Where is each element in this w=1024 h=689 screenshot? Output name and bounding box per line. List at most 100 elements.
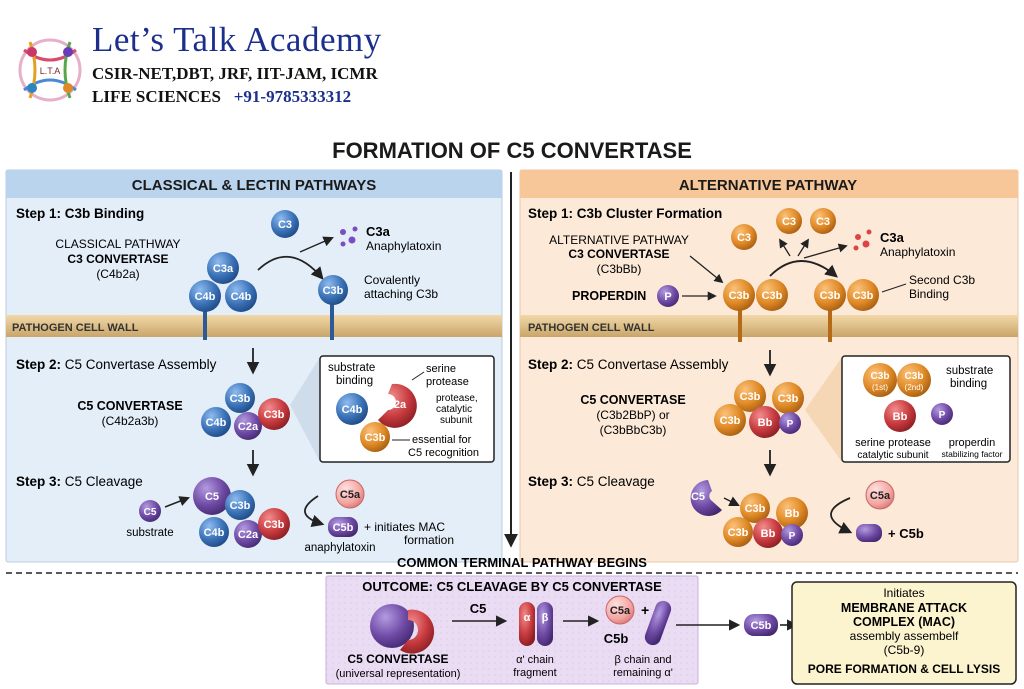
right-c3-ball-a <box>731 224 757 250</box>
right-s3-curve-arrow <box>830 497 853 534</box>
right-s2-c3b-a <box>734 380 766 412</box>
left-c3a-ball-label: C3a <box>213 263 234 275</box>
right-c3b-pair2-b <box>847 279 879 311</box>
right-step1-title: Step 1: C3b Cluster Formation <box>528 206 722 221</box>
brand-title: Let’s Talk Academy <box>92 20 382 59</box>
left-panel-title: CLASSICAL & LECTIN PATHWAYS <box>132 177 376 194</box>
outcome-c5b-label: C5b <box>604 631 629 646</box>
left-s2-c3b-blue-label: C3b <box>230 393 251 405</box>
left-panel-header <box>6 170 502 198</box>
right-c3-ball-c-label: C3 <box>816 216 830 228</box>
right-s3-c3b-b <box>723 517 753 547</box>
right-c3b-pair2-a-label: C3b <box>820 290 841 302</box>
right-s3-c5a <box>865 480 895 510</box>
right-inset-p-label: P <box>939 410 946 421</box>
brand-phone[interactable]: +91-9785333312 <box>233 87 352 106</box>
right-inset-properdin1: properdin <box>949 437 995 449</box>
left-inset-c3b-label: C3b <box>365 432 386 444</box>
left-s3-curve-arrow <box>304 495 325 528</box>
left-inset-serine5: subunit <box>440 415 472 426</box>
right-s3-bb-label: Bb <box>761 528 776 540</box>
left-s3-substrate-label: substrate <box>126 527 173 539</box>
right-inset-bb <box>884 400 916 432</box>
right-c3-ball-a-label: C3 <box>737 232 751 244</box>
right-panel-title: ALTERNATIVE PATHWAY <box>679 177 857 194</box>
right-properdin-ball <box>657 285 679 307</box>
left-s3-substrate-arrow <box>164 496 190 508</box>
left-anaphylatoxin-label: Anaphylatoxin <box>366 239 441 253</box>
left-s3-c5b-label: C5b <box>333 522 354 534</box>
left-inset-substrate2: binding <box>336 375 373 387</box>
left-s3-c2a-label: C2a <box>238 529 259 541</box>
right-c3b-pair1-b <box>756 279 788 311</box>
outcome-conv-label2: (universal representation) <box>336 668 461 680</box>
outcome-beta-chain <box>537 602 553 646</box>
right-s3-c5b-text: + C5b <box>888 526 924 541</box>
dna-logo-icon: L.T.A <box>18 38 82 102</box>
left-s3-c5-substrate <box>139 500 161 522</box>
right-c5conv-label: C5 CONVERTASE <box>580 393 685 407</box>
right-s2-p-label: P <box>787 419 794 430</box>
left-c3-ball-label: C3 <box>278 219 292 231</box>
right-inset-substrate2: binding <box>950 378 987 390</box>
left-inset-serine3: protease, <box>436 393 478 404</box>
right-second-label2: Binding <box>909 287 949 301</box>
left-c3-ball <box>271 210 299 238</box>
mac-title1: MEMBRANE ATTACK <box>841 601 967 615</box>
outcome-c5a-label: C5a <box>610 605 631 617</box>
right-s3-c3b-a <box>740 493 770 523</box>
right-c3-ball-b <box>776 208 802 234</box>
right-c3-ball-b-label: C3 <box>782 216 796 228</box>
left-step3-title: Step 3: C5 Cleavage <box>16 474 143 489</box>
outcome-alpha-label: α <box>524 612 531 624</box>
brand-subject: LIFE SCIENCES +91-9785333312 <box>92 87 351 107</box>
right-inset-1st-label: (1st) <box>872 383 888 392</box>
left-inset-serine4: catalytic <box>436 404 472 415</box>
left-wall-label: PATHOGEN CELL WALL <box>12 322 139 334</box>
left-s2-c2a-label: C2a <box>238 421 259 433</box>
right-c3b-pair2-a <box>814 279 846 311</box>
outcome-c5a <box>605 595 635 625</box>
outcome-conv-label1: C5 CONVERTASE <box>347 652 448 666</box>
right-s3-p-label: P <box>789 531 796 542</box>
right-second-label1: Second C3b <box>909 273 975 287</box>
right-c3b-pair1-b-label: C3b <box>762 290 783 302</box>
brand-logo: L.T.A <box>10 30 90 108</box>
left-pathogen-wall <box>6 315 502 337</box>
left-inset-c4b <box>336 393 368 425</box>
right-c3conv-label2: C3 CONVERTASE <box>568 247 669 261</box>
left-inset-essential2: C5 recognition <box>408 447 479 459</box>
outcome-chain2: remaining α' <box>613 667 673 679</box>
right-s2-c3b-a-label: C3b <box>740 391 761 403</box>
left-step1-curve-arrow <box>257 255 324 280</box>
main-title: FORMATION OF C5 CONVERTASE <box>332 138 692 163</box>
left-step2-title: Step 2: C5 Convertase Assembly <box>16 357 217 372</box>
right-s2-c3b-b-label: C3b <box>778 393 799 405</box>
right-s2-c3b-c-label: C3b <box>720 415 741 427</box>
left-inset-serine1: serine <box>426 363 456 375</box>
left-c3a-label: C3a <box>366 224 391 239</box>
brand-subject-text: LIFE SCIENCES <box>92 87 221 106</box>
right-s3-bb <box>753 518 783 548</box>
right-s3-c3b-a-label: C3b <box>745 503 766 515</box>
right-anaph-label: Anaphylatoxin <box>880 245 955 259</box>
left-s3-c5a-label: C5a <box>340 489 361 501</box>
right-c3conv-label1: ALTERNATIVE PATHWAY <box>549 233 689 247</box>
left-s3-c5-big-label: C5 <box>205 491 219 503</box>
left-s3-c3b-red-label: C3b <box>264 519 285 531</box>
left-inset-c2a-label: C2a <box>386 399 407 411</box>
right-wall-label: PATHOGEN CELL WALL <box>528 322 655 334</box>
outcome-c5-label: C5 <box>470 601 487 616</box>
left-s3-c5-big <box>193 477 231 515</box>
right-c3a-label: C3a <box>880 230 905 245</box>
left-s2-c4b <box>201 407 231 437</box>
right-inset-p <box>931 403 953 425</box>
outcome-conv-red <box>400 609 435 654</box>
outcome-frag2: fragment <box>513 667 556 679</box>
right-c3b-pair2-b-label: C3b <box>853 290 874 302</box>
right-c3b-pair1-a-label: C3b <box>729 290 750 302</box>
left-inset-substrate1: substrate <box>328 362 375 374</box>
left-c4b-ball-b-label: C4b <box>231 291 252 303</box>
right-inset-bb-label: Bb <box>893 411 908 423</box>
